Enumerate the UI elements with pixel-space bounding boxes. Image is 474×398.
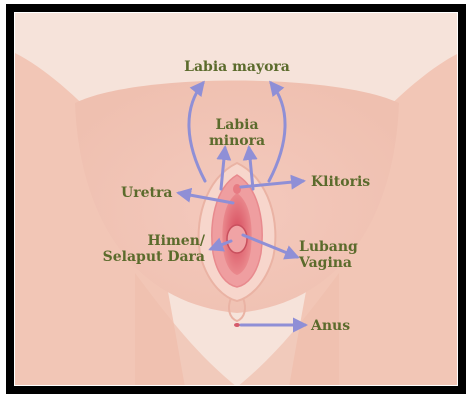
label-himen-2: Selaput Dara xyxy=(103,249,205,265)
label-labia-minora-1: Labia xyxy=(215,117,258,133)
label-lubang-1: Lubang xyxy=(299,239,358,255)
anatomy-diagram: Labia mayora Labia minora Klitoris Uretr… xyxy=(15,13,458,386)
label-himen-1: Himen/ xyxy=(147,233,205,249)
image-frame: Labia mayora Labia minora Klitoris Uretr… xyxy=(6,4,466,394)
label-labia-minora-2: minora xyxy=(209,133,265,149)
label-labia-mayora: Labia mayora xyxy=(184,59,290,75)
label-uretra: Uretra xyxy=(121,185,172,201)
label-klitoris: Klitoris xyxy=(311,174,370,190)
diagram-canvas: Labia mayora Labia minora Klitoris Uretr… xyxy=(14,12,458,386)
anus-shape xyxy=(234,323,240,327)
label-anus: Anus xyxy=(310,318,350,334)
clitoris-shape xyxy=(233,184,241,194)
hymen-shape xyxy=(227,225,247,253)
label-lubang-2: Vagina xyxy=(298,255,352,271)
